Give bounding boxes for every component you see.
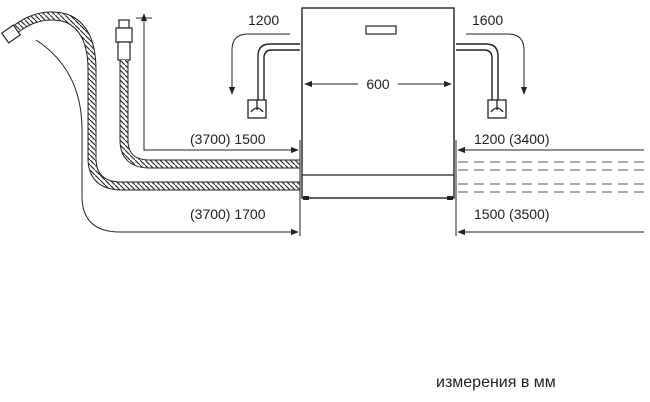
right-top-hose — [456, 33, 528, 100]
left-top-dimension: 1200 — [248, 12, 279, 28]
inlet-left-dimension: (3700) 1500 — [190, 131, 266, 147]
faucet-icon — [115, 19, 133, 61]
width-label: 600 — [366, 76, 390, 92]
units-caption: измерения в мм — [436, 374, 556, 391]
control-panel — [365, 25, 397, 35]
dishwasher-body — [301, 7, 455, 200]
drain-left-dimension: (3700) 1700 — [190, 206, 266, 222]
left-top-hose — [228, 33, 300, 100]
inlet-hose — [119, 60, 300, 169]
width-dimension: 600 — [304, 76, 452, 92]
drain-right-dimension: 1500 (3500) — [474, 206, 550, 222]
left-guides — [35, 30, 301, 236]
right-top-dimension: 1600 — [472, 12, 503, 28]
right-guides — [455, 140, 644, 236]
inlet-right-dimension: 1200 (3400) — [474, 131, 550, 147]
dashed-extensions — [458, 161, 646, 193]
hose-end-icon — [0, 24, 22, 44]
drain-siphon-icon — [247, 99, 267, 119]
drain-siphon-icon-right — [487, 99, 507, 119]
